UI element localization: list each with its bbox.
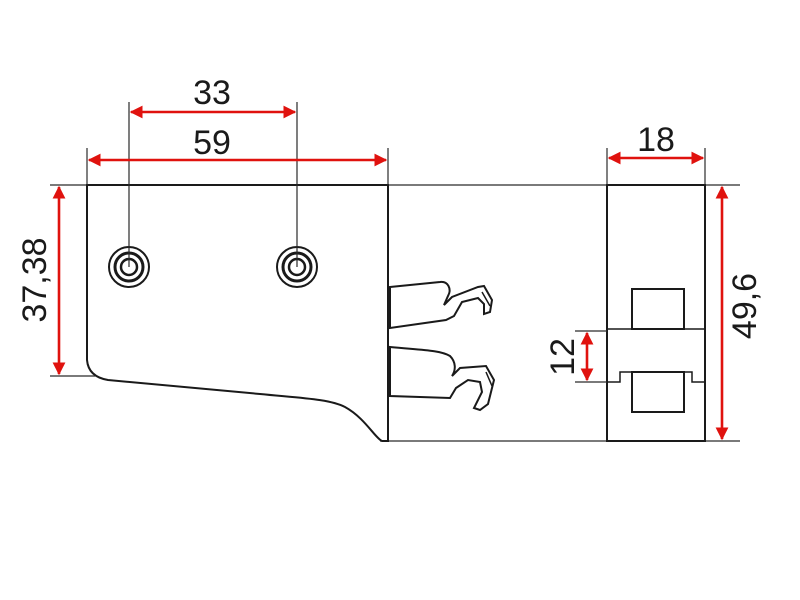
dim-label-18: 18 bbox=[637, 121, 675, 159]
dim-label-49-6: 49,6 bbox=[726, 273, 764, 339]
mounting-plate bbox=[86, 184, 389, 442]
hinge-arm-upper bbox=[389, 280, 494, 330]
hinge-arm-lower bbox=[389, 345, 496, 412]
dim-label-33: 33 bbox=[193, 74, 231, 112]
side-block-slot-upper bbox=[631, 288, 685, 330]
dim-label-12: 12 bbox=[544, 338, 582, 376]
dim-label-59: 59 bbox=[193, 124, 231, 162]
side-block-slot-lower bbox=[631, 371, 685, 413]
dim-label-37-38: 37,38 bbox=[16, 237, 54, 322]
side-block-slot-center bbox=[607, 328, 705, 383]
